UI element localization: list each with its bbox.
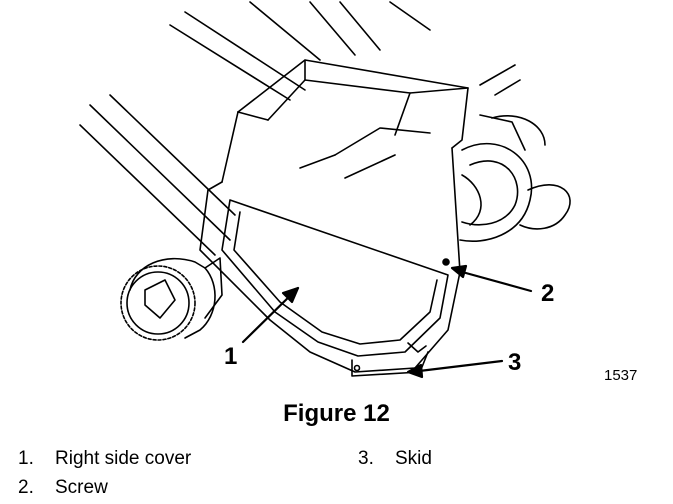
- callout-2-label: 2: [541, 280, 555, 307]
- legend-item: 3. Skid: [358, 448, 432, 470]
- legend-number: 1.: [18, 448, 34, 469]
- figure-caption: Figure 12: [283, 400, 390, 427]
- legend-label: Skid: [395, 448, 432, 469]
- skid: [351, 342, 429, 377]
- legend-label: Screw: [55, 477, 108, 498]
- side-cover: [199, 147, 461, 373]
- legend-number: 3.: [358, 448, 374, 469]
- figure-id: 1537: [604, 367, 638, 384]
- legend-item: 1. Right side cover: [18, 448, 191, 470]
- screw: [442, 258, 450, 266]
- engine-parts: [459, 114, 571, 242]
- legend-item: 2. Screw: [18, 477, 108, 499]
- handle-frame: [79, 1, 521, 256]
- callout-3-label: 3: [508, 349, 522, 376]
- side-cover-illustration: [79, 1, 571, 379]
- callout-arrows: [241, 264, 533, 379]
- legend-number: 2.: [18, 477, 34, 498]
- drive-gear: [120, 257, 223, 341]
- housing-top: [221, 59, 469, 183]
- callout-1-label: 1: [224, 343, 238, 370]
- legend-label: Right side cover: [55, 448, 192, 469]
